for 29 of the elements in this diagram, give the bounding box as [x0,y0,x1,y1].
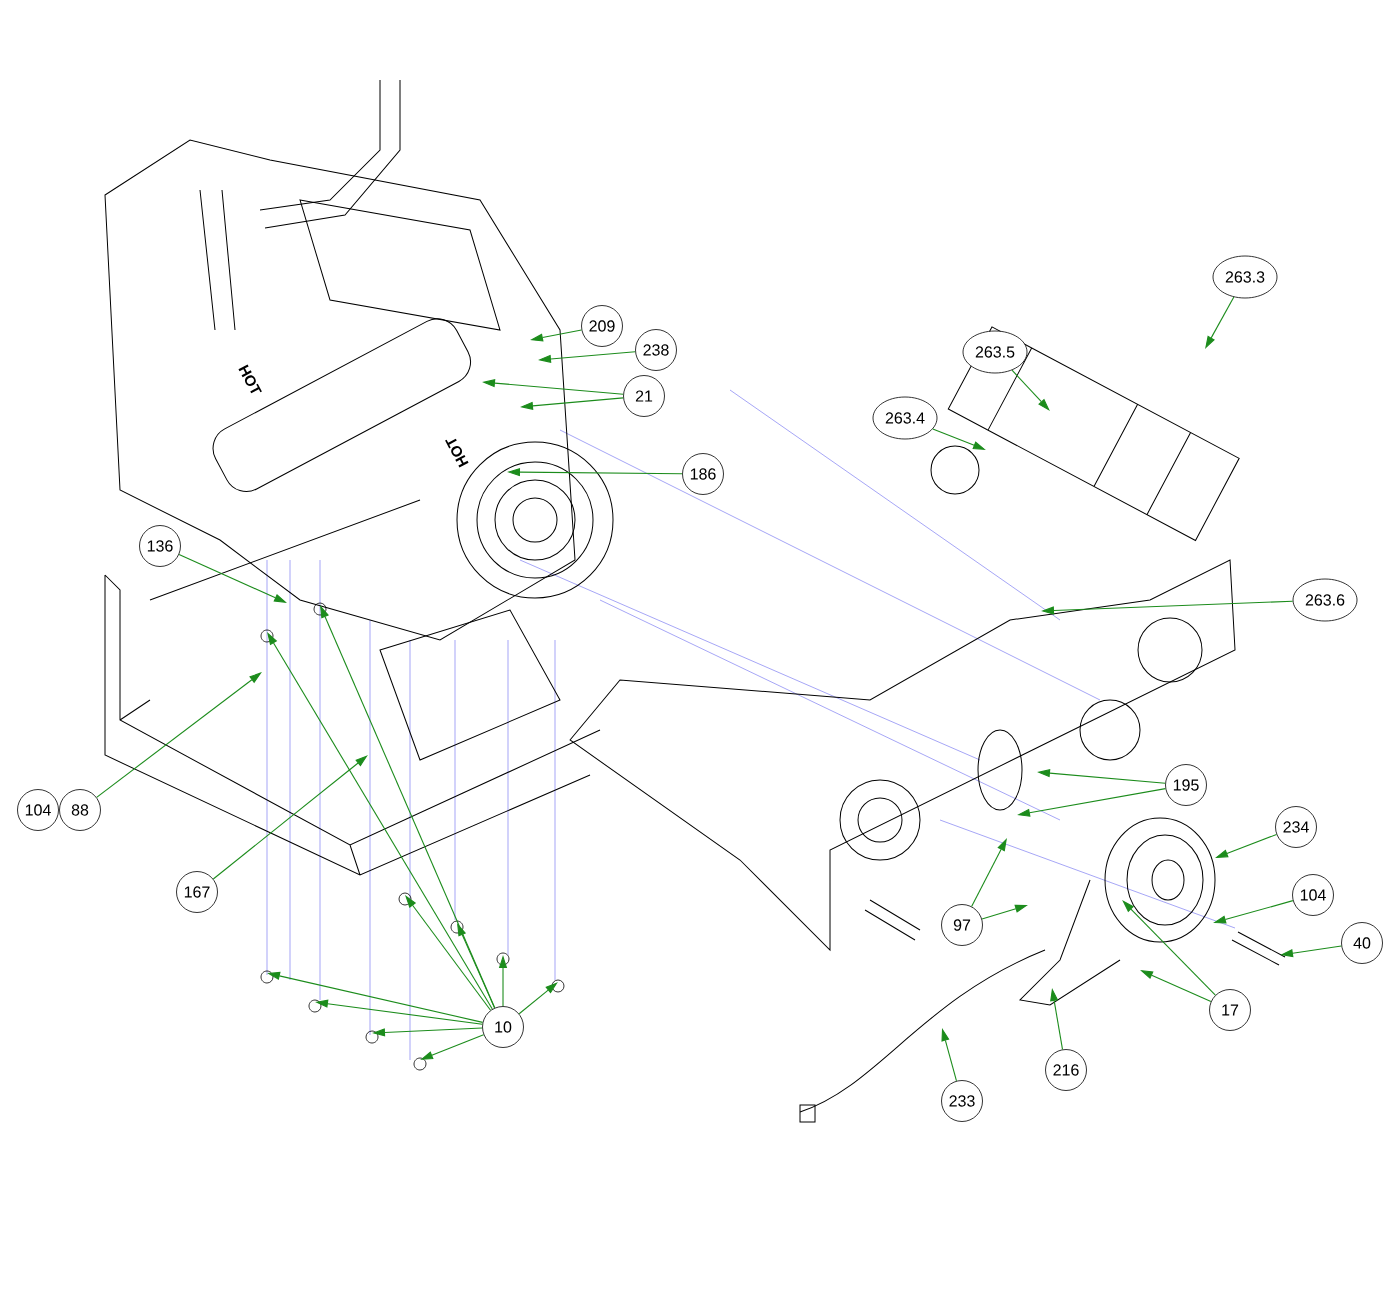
callout-number: 209 [581,305,623,347]
callout-number: 263.5 [962,330,1028,374]
leader-line [405,895,492,1011]
leader-line [518,982,558,1015]
callout-number: 263.6 [1292,578,1358,622]
callout-number: 97 [941,904,983,946]
warning-text: HOT [236,362,264,398]
callout-number: 186 [682,453,724,495]
callout-number: 195 [1165,764,1207,806]
callout-number: 263.3 [1212,255,1278,299]
callout-number: 234 [1275,806,1317,848]
callout-number: 136 [139,525,181,567]
leader-line [1011,369,1050,411]
leader-line [96,672,262,798]
callout-number: 17 [1209,989,1251,1031]
callout-number: 167 [176,871,218,913]
callout-number: 40 [1341,922,1383,964]
leader-line [212,755,368,880]
callout-number: 10 [482,1006,524,1048]
warning-text: HOT [443,434,471,470]
leader-line [1122,900,1216,996]
callout-number: 263.4 [872,396,938,440]
callout-number: 104 [1292,874,1334,916]
callout-number: 233 [941,1080,983,1122]
callout-number: 104 [17,789,59,831]
callout-number: 216 [1045,1049,1087,1091]
callout-number: 238 [635,329,677,371]
callout-number: 88 [59,789,101,831]
callout-number: 21 [623,375,665,417]
